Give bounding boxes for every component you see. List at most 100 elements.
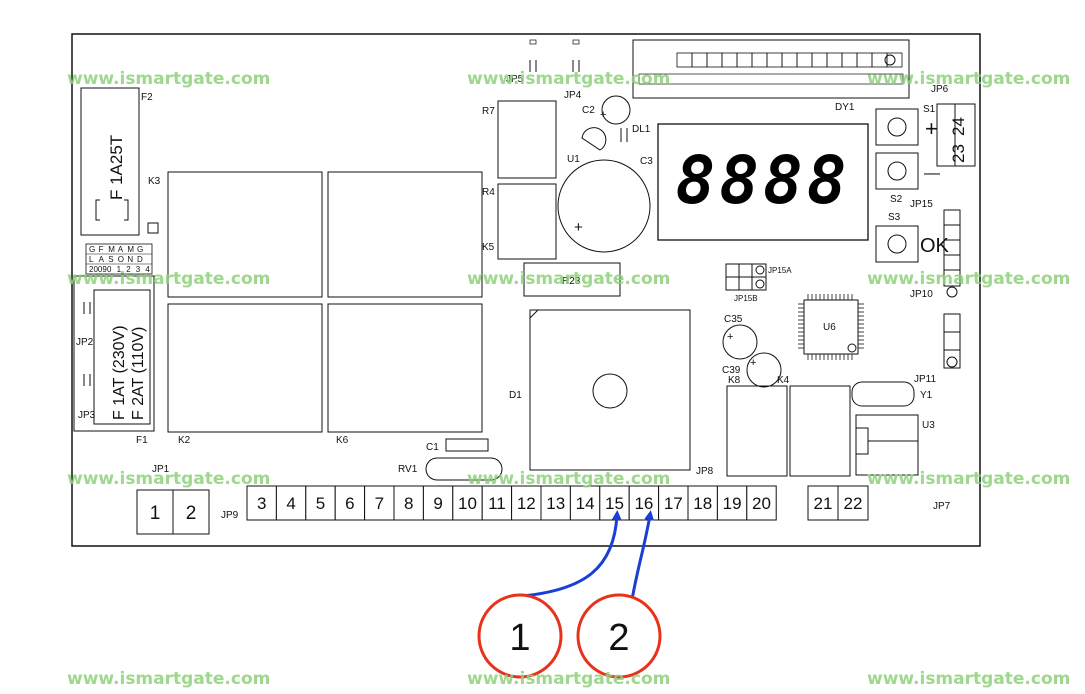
date-grid-cell: G	[137, 245, 143, 254]
terminal-number: 5	[316, 494, 325, 513]
date-grid-cell: S	[108, 255, 113, 264]
crystal-regulator: Y1 U3	[851, 381, 935, 476]
date-grid-cell: A	[99, 255, 105, 264]
label-k3: K3	[148, 176, 161, 187]
label-r7: R7	[482, 106, 495, 117]
terminal-cell	[334, 485, 366, 521]
terminal-cell	[452, 485, 483, 521]
date-grid-cell: 4	[145, 265, 150, 274]
watermark: www.ismartgate.com	[867, 69, 1070, 89]
svg-text:+: +	[600, 109, 606, 121]
capacitors-mid: + C35 + C39	[722, 314, 782, 388]
callout-2-label: 2	[608, 617, 629, 659]
terminal-cell	[422, 485, 454, 521]
label-f1: F1	[136, 435, 148, 446]
watermark: www.ismartgate.com	[867, 669, 1070, 689]
label-k5: K5	[482, 242, 495, 253]
resistor-r23: R23	[523, 262, 621, 297]
fuse-f1: F 1AT (230V) F 2AT (110V) F1 JP2 JP3	[73, 275, 155, 446]
callout-arrow-1	[521, 510, 622, 598]
terminal-number: 8	[404, 494, 413, 513]
date-grid-cell: G	[89, 245, 95, 254]
date-grid-cell: A	[118, 245, 124, 254]
label-r23: R23	[562, 276, 581, 287]
terminal-cell	[393, 485, 424, 521]
terminal-number: 3	[257, 494, 266, 513]
watermark: www.ismartgate.com	[467, 69, 670, 89]
terminal-number: 17	[664, 494, 683, 513]
date-grid-cell: M	[127, 245, 134, 254]
fuse-f2-rating: F 1A25T	[107, 135, 126, 200]
date-grid-cell: 1	[117, 265, 122, 274]
label-jp1: JP1	[152, 464, 170, 475]
terminal-cell	[716, 485, 748, 521]
watermark: www.ismartgate.com	[67, 469, 270, 489]
watermark: www.ismartgate.com	[67, 69, 270, 89]
label-jp7: JP7	[933, 501, 951, 512]
label-dy1: DY1	[835, 102, 855, 113]
label-f2: F2	[141, 92, 153, 103]
svg-text:+: +	[750, 357, 756, 369]
terminal-number: 11	[488, 494, 506, 513]
label-jp6: JP6	[931, 84, 949, 95]
fuse-f1-rating-110: F 2AT (110V)	[130, 327, 147, 420]
relays-k8-k4: K8 K4	[726, 375, 851, 477]
dy1-pin-marker	[884, 54, 896, 66]
terminal-24: 24	[949, 117, 968, 136]
label-jp15b: JP15B	[734, 294, 758, 303]
terminal-number: 9	[433, 494, 442, 513]
buttons-area: S1 + S2 — S3 OK JP15	[875, 104, 950, 263]
ok-label: OK	[920, 235, 950, 257]
label-k6: K6	[336, 435, 349, 446]
fuse-f2: F2 F 1A25T	[80, 87, 153, 236]
chip-u6: U6	[798, 294, 864, 360]
label-s3: S3	[888, 212, 901, 223]
watermark: www.ismartgate.com	[867, 469, 1070, 489]
jumper-jp15ab: JP15A JP15B	[725, 263, 792, 303]
label-s1: S1	[923, 104, 936, 115]
watermark: www.ismartgate.com	[467, 669, 670, 689]
watermark-layer: www.ismartgate.com www.ismartgate.com ww…	[67, 69, 1070, 689]
label-u1: U1	[567, 154, 580, 165]
terminal-number: 20	[752, 494, 771, 513]
terminal-cell	[837, 485, 869, 521]
terminal-cell	[807, 485, 839, 521]
terminal-cell	[687, 485, 718, 521]
terminal-cell	[305, 485, 336, 521]
label-jp9: JP9	[221, 510, 239, 521]
watermark: www.ismartgate.com	[67, 669, 270, 689]
circuit-board	[71, 33, 981, 547]
jumpers-jp4-jp5: JP5 JP4	[506, 39, 582, 101]
terminal-number: 19	[723, 494, 742, 513]
terminal-cell	[172, 489, 210, 535]
terminal-cell	[746, 485, 777, 521]
terminal-cell	[511, 485, 542, 521]
label-jp5: JP5	[506, 74, 524, 85]
resistor-block: R7 R4 K5	[482, 100, 557, 260]
date-grid-cell: 3	[136, 265, 141, 274]
date-grid-cell: N	[127, 255, 133, 264]
date-grid-cell: O	[118, 255, 124, 264]
callout-1-label: 1	[509, 617, 530, 659]
label-dl1: DL1	[632, 124, 651, 135]
relay-block: K3 K2 K6	[147, 171, 483, 446]
callout-1: 1	[477, 593, 563, 679]
fuse-f1-rating-230: F 1AT (230V)	[111, 325, 128, 420]
terminal-number: 15	[605, 494, 624, 513]
watermark: www.ismartgate.com	[67, 269, 270, 289]
watermark: www.ismartgate.com	[467, 269, 670, 289]
label-k4: K4	[777, 375, 790, 386]
label-jp10: JP10	[910, 289, 933, 300]
terminal-number: 6	[345, 494, 354, 513]
jumpers-right: JP10 JP11	[910, 209, 961, 385]
display-readout: 8888	[676, 142, 851, 219]
bridge-d1: D1 JP8	[509, 309, 714, 477]
minus-sign: —	[924, 165, 940, 182]
dy1-pin	[886, 52, 903, 68]
terminal-number: 2	[186, 503, 197, 524]
